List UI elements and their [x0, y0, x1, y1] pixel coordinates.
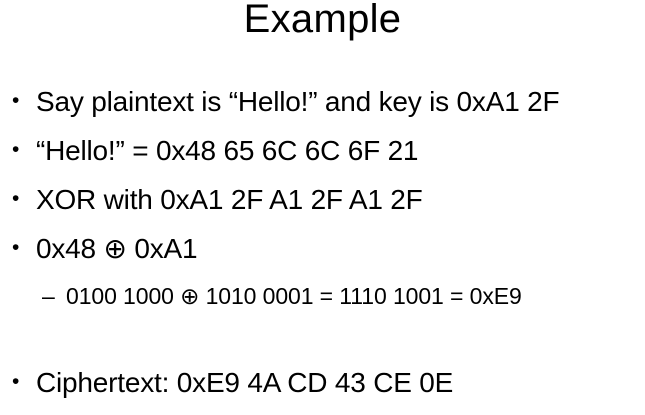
bullet-text-xor-key: XOR with 0xA1 2F A1 2F A1 2F — [36, 184, 423, 215]
dash-symbol: – — [42, 283, 55, 309]
bullet-text-ciphertext: Ciphertext: 0xE9 4A CD 43 CE 0E — [36, 367, 454, 398]
slide-title: Example — [243, 0, 402, 41]
bullet-symbol: • — [12, 370, 20, 393]
bullet-text-hello-hex: “Hello!” = 0x48 65 6C 6C 6F 21 — [36, 135, 419, 166]
sub-bullet-text-binary-xor: 0100 1000 ⊕ 1010 0001 = 1110 1001 = 0xE9 — [66, 283, 522, 309]
bullet-symbol: • — [12, 236, 20, 259]
bullet-text-first-xor: 0x48 ⊕ 0xA1 — [36, 233, 198, 264]
bullet-symbol: • — [12, 138, 20, 161]
bullet-text-plaintext: Say plaintext is “Hello!” and key is 0xA… — [36, 86, 560, 117]
bullet-symbol: • — [12, 89, 20, 112]
bullet-symbol: • — [12, 187, 20, 210]
